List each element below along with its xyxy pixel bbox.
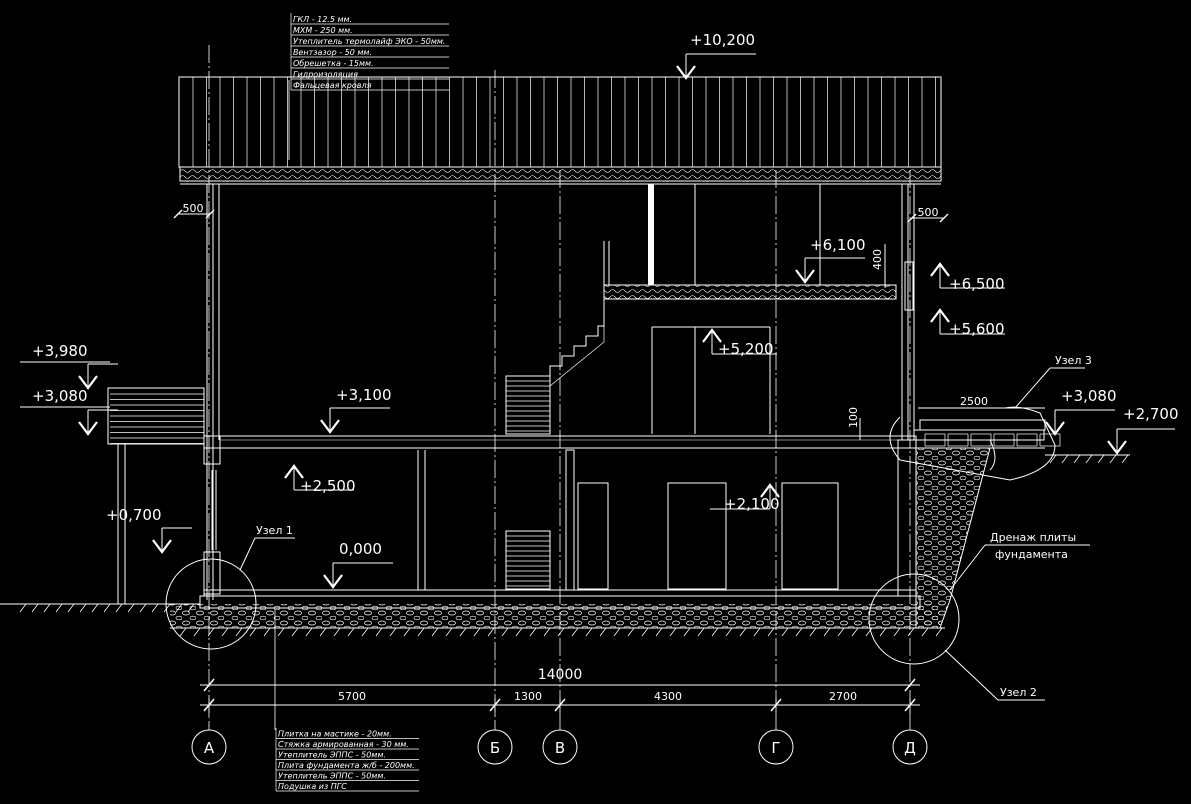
legend-item: ГКЛ - 12.5 мм. <box>293 15 352 24</box>
axis-label-b: Б <box>490 739 500 757</box>
elev-roof-ridge: +10,200 <box>690 31 755 49</box>
legend-item: Утеплитель термолайф ЭКО - 50мм. <box>293 37 445 46</box>
drainage-line-2: фундамента <box>995 548 1068 561</box>
slabs <box>170 184 945 629</box>
node-1-label: Узел 1 <box>256 524 293 537</box>
axis-label-a: А <box>204 739 215 757</box>
elev-terrace: +3,080 <box>1061 387 1117 405</box>
elev-ground-left: +0,700 <box>106 506 162 524</box>
elev-mezz-top: +6,500 <box>949 275 1005 293</box>
axis-bubbles: А Б В Г Д <box>191 729 928 765</box>
dim-slab-100: 100 <box>847 407 860 428</box>
backfill <box>913 419 1130 629</box>
legend-item: МХМ - 250 мм. <box>293 26 353 35</box>
legend-item: Утеплитель ЭППС - 50мм. <box>278 751 386 760</box>
drainage-line-1: Дренаж плиты <box>990 531 1076 544</box>
dim-seg-2: 1300 <box>514 690 542 703</box>
stairs <box>505 299 605 590</box>
legend-top: ГКЛ - 12.5 мм. МХМ - 250 мм. Утеплитель те… <box>290 13 449 91</box>
axis-label-g: Г <box>771 739 780 757</box>
elev-door-top: +2,100 <box>724 495 780 513</box>
dim-eave-right: 500 <box>918 206 939 219</box>
elev-mezz-floor: +6,100 <box>810 236 866 254</box>
legend-item: Гидроизоляция <box>293 70 358 79</box>
elev-ceiling-first: +2,500 <box>300 477 356 495</box>
roof-seams <box>192 77 936 167</box>
elev-porch-floor: +3,080 <box>32 387 88 405</box>
legend-bottom: Плитка на мастике - 20мм.Стяжка армирова… <box>275 728 419 792</box>
elev-mezz-low: +5,600 <box>949 320 1005 338</box>
dimensions: 14000 5700 1300 4300 2700 500 500 400 10… <box>173 202 1045 716</box>
legend-item: Обрешетка - 15мм. <box>293 59 374 68</box>
elev-ground-right: +2,700 <box>1123 405 1179 423</box>
legend-item: Плитка на мастике - 20мм. <box>278 730 392 739</box>
roof-insulation <box>179 166 942 182</box>
axis-label-v: В <box>555 739 565 757</box>
elev-second-floor: +3,100 <box>336 386 392 404</box>
node-callouts: Узел 1 Узел 2 Узел 3 Дренаж плиты фундам… <box>165 354 1092 701</box>
ground-hatch <box>19 454 1129 637</box>
node-3-label: Узел 3 <box>1055 354 1092 367</box>
legend-item: Плита фундамента ж/б - 200мм. <box>278 761 415 770</box>
elev-stair-landing: +5,200 <box>718 340 774 358</box>
elev-zero: 0,000 <box>339 540 382 558</box>
left-porch <box>0 387 205 605</box>
roof <box>178 76 942 185</box>
dim-mezz-thk: 400 <box>871 249 884 270</box>
grid-axes <box>208 45 911 730</box>
legend-item: Утеплитель ЭППС - 50мм. <box>278 772 386 781</box>
legend-item: Фальцевая кровля <box>293 81 372 90</box>
elevation-marks <box>20 53 1175 589</box>
elev-porch-top: +3,980 <box>32 342 88 360</box>
axis-label-d: Д <box>904 739 916 757</box>
dim-seg-4: 2700 <box>829 690 857 703</box>
dim-seg-1: 5700 <box>338 690 366 703</box>
dim-seg-3: 4300 <box>654 690 682 703</box>
node-2-label: Узел 2 <box>1000 686 1037 699</box>
legend-item: Подушка из ПГС <box>278 782 347 791</box>
legend-item: Вентзазор - 50 мм. <box>293 48 372 57</box>
dim-terrace: 2500 <box>960 395 988 408</box>
dim-total: 14000 <box>538 667 583 683</box>
interiors <box>417 184 839 591</box>
dim-eave-left: 500 <box>183 202 204 215</box>
legend-item: Стяжка армированная - 30 мм. <box>278 740 409 749</box>
